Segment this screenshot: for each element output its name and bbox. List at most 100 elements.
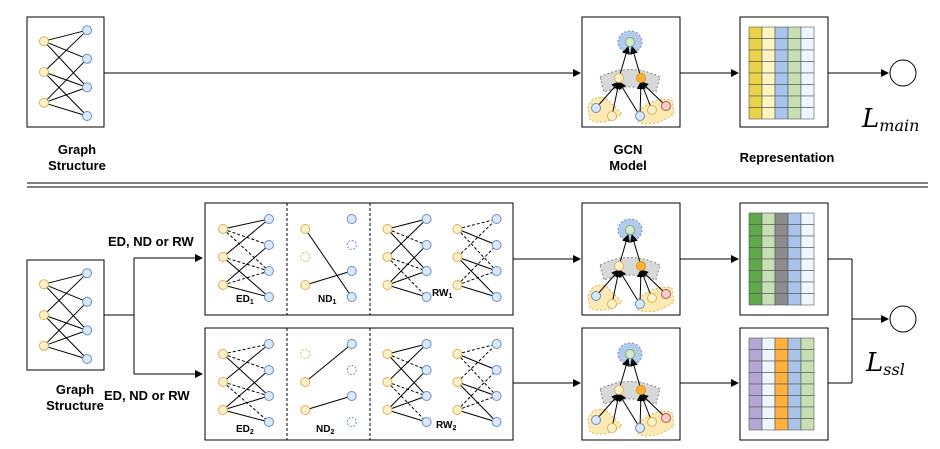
rep-lower-cell (774, 337, 789, 350)
bottom-graph-node-right (82, 268, 93, 279)
rep-upper-cell (787, 235, 802, 248)
aug-upper-rw-b-edge (457, 256, 497, 272)
aug-upper-rw-a-edge (387, 256, 427, 272)
aug-lower-rw-b-node-right (491, 365, 502, 375)
rep-lower-cell (800, 406, 815, 419)
aug-upper-rw-b-edge (457, 244, 497, 286)
rep-lower-cell (748, 406, 763, 419)
panel-label-nd2: ND2 (316, 424, 334, 436)
top-gcn-arrow (618, 81, 641, 117)
representation-label: Representation (739, 150, 835, 165)
top-rep-cell (787, 72, 802, 85)
bottom-gcn-lower-node-bottom (607, 423, 617, 433)
aug-lower-rw-b-edge (457, 381, 497, 423)
aug-lower-rw-b-node-right (491, 391, 502, 401)
rep-lower-cell (761, 418, 776, 431)
loss-main-node (889, 59, 917, 87)
top-graph-node-right (82, 82, 93, 93)
top-graph-edge (43, 102, 88, 117)
rep-upper-cell (800, 224, 815, 237)
aug-lower-rw-a-node-right (421, 391, 432, 401)
bottom-gcn-lower-arrow (618, 358, 630, 391)
bottom-gcn-lower-node-mid-left (614, 385, 624, 395)
aug-upper-nd-node-left (300, 224, 311, 234)
top-rep-cell (800, 49, 815, 62)
aug-upper-ed-node-left (218, 252, 229, 262)
top-rep-cell (748, 72, 763, 85)
top-gcn-node-top (625, 37, 635, 47)
bottom-graph-edge (43, 272, 88, 285)
panel-label-nd1-name: ND (318, 294, 333, 305)
top-graph-node-right (82, 53, 93, 64)
top-rep-cell (774, 72, 789, 85)
bottom-gcn-upper-node-bottom (635, 299, 645, 309)
aug-upper-ed-node-right (263, 240, 274, 250)
aug-lower-ed-node-right (263, 417, 274, 427)
rep-upper-cell (800, 212, 815, 225)
aug-lower-rw-b-node-right (491, 417, 502, 427)
panel-label-ed2: ED2 (236, 424, 254, 436)
rep-lower-cell (774, 395, 789, 408)
bottom-graph-label: Graph Structure (40, 382, 110, 414)
bottom-graph-edge (43, 301, 88, 347)
top-rep-cell (761, 61, 776, 74)
aug-upper-rw-a-edge (387, 218, 427, 258)
top-rep-cell (800, 107, 815, 120)
top-graph-edge (43, 29, 88, 73)
aug-lower-rw-a-edge (387, 369, 427, 411)
aug-lower-rw-b-edge (457, 343, 497, 383)
aug-lower-rw-b-node-right (491, 339, 502, 349)
bottom-graph-edge (43, 329, 88, 347)
rep-upper-cell (787, 258, 802, 271)
aug-lower-ed-node-right (263, 339, 274, 349)
rep-upper-cell (761, 212, 776, 225)
aug-lower-rw-b-edge (457, 395, 497, 411)
bottom-gcn-upper-node-top (625, 225, 635, 235)
bottom-graph-edge (43, 272, 88, 316)
rep-lower-cell (761, 372, 776, 385)
rep-lower-cell (774, 418, 789, 431)
rep-lower-cell (800, 395, 815, 408)
rep-upper-cell (800, 258, 815, 271)
aug-upper-rw-b-edge (457, 256, 497, 298)
rep-upper-cell (774, 224, 789, 237)
rep-upper-cell (748, 212, 763, 225)
rep-lower-cell (800, 418, 815, 431)
aug-upper-rw-b-node-right (491, 214, 502, 224)
branch-lower-label: ED, ND or RW (104, 388, 190, 403)
aug-lower-ed-edge (222, 381, 270, 397)
top-graph-edge (43, 86, 88, 104)
aug-upper-rw-b-edge (457, 228, 497, 272)
aug-upper-ed-node-right (263, 292, 274, 302)
bottom-gcn-lower-arrow (640, 393, 667, 419)
aug-upper-ed-edge (222, 270, 270, 286)
panel-label-nd1-index: 1 (332, 299, 337, 306)
aug-upper-nd-node-left (300, 252, 311, 262)
top-rep-cell (748, 61, 763, 74)
rep-upper-cell (774, 281, 789, 294)
top-gcn-node-bottom (661, 101, 671, 111)
rep-upper-cell (787, 270, 802, 283)
aug-lower-ed-edge (222, 395, 270, 411)
aug-upper-ed-node-left (218, 224, 229, 234)
aug-lower-rw-b-node-left (452, 405, 463, 415)
bottom-gcn-upper-node-mid-right (636, 261, 646, 271)
rep-upper-cell (800, 247, 815, 260)
bottom-graph-node-left (38, 279, 49, 290)
top-rep-cell (774, 38, 789, 51)
aug-upper-rw-b-node-left (452, 252, 463, 262)
aug-lower-rw-a-edge (387, 395, 427, 411)
top-graph-edge (43, 58, 88, 104)
rep-lower-cell (787, 337, 802, 350)
rep-upper-cell (761, 270, 776, 283)
aug-lower-rw-a-edge (387, 343, 427, 383)
bottom-gcn-lower-arrow (630, 358, 642, 391)
aug-upper-nd-node-left (300, 280, 311, 290)
aug-upper-ed-edge (222, 228, 270, 246)
aug-upper-rw-a-node-left (382, 252, 393, 262)
top-rep-cell (761, 38, 776, 51)
aug-lower-rw-a-edge (387, 381, 427, 397)
rep-lower-cell (787, 383, 802, 396)
bottom-graph-node-left (38, 340, 49, 351)
panel-label-nd2-name: ND (316, 424, 331, 435)
